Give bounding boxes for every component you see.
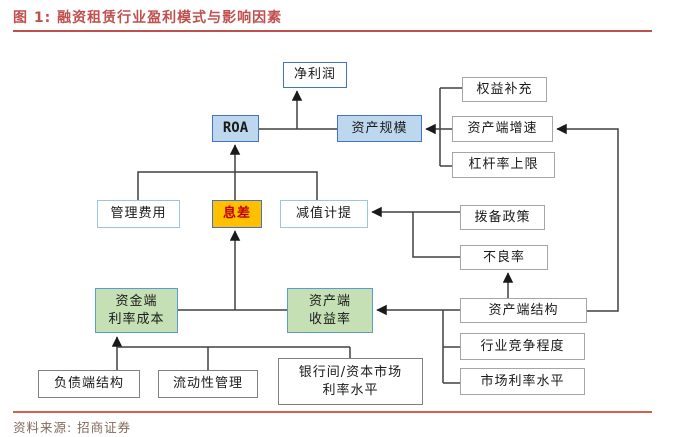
node-interbank-rate: 银行间/资本市场 利率水平 bbox=[278, 358, 423, 405]
node-net-profit: 净利润 bbox=[283, 62, 347, 88]
node-liability-structure: 负债端结构 bbox=[38, 370, 140, 398]
line-expense-impairment-junction bbox=[137, 171, 318, 200]
node-equity-supplement: 权益补充 bbox=[462, 77, 547, 102]
figure-title: 图 1: 融资租赁行业盈利模式与影响因素 bbox=[13, 10, 283, 26]
node-asset-scale: 资产规模 bbox=[337, 115, 422, 142]
node-roa: ROA bbox=[212, 115, 259, 142]
node-impairment: 减值计提 bbox=[280, 200, 368, 228]
node-funding-cost: 资金端 利率成本 bbox=[95, 288, 178, 333]
node-market-rate: 市场利率水平 bbox=[460, 368, 585, 395]
node-npl-ratio: 不良率 bbox=[460, 245, 548, 270]
title-underline bbox=[13, 30, 652, 32]
bottom-rule bbox=[13, 411, 652, 413]
node-competition: 行业竞争程度 bbox=[460, 333, 585, 360]
source-note: 资料来源: 招商证券 bbox=[13, 420, 132, 435]
node-admin-expense: 管理费用 bbox=[97, 200, 180, 228]
node-leverage-cap: 杠杆率上限 bbox=[452, 152, 555, 178]
line-to-npl bbox=[412, 212, 460, 258]
node-provision-policy: 拨备政策 bbox=[460, 205, 545, 230]
node-asset-yield: 资产端 收益率 bbox=[287, 288, 373, 333]
node-liquidity-mgmt: 流动性管理 bbox=[158, 370, 258, 398]
node-asset-growth: 资产端增速 bbox=[452, 116, 553, 142]
node-asset-structure: 资产端结构 bbox=[460, 298, 587, 323]
arrow-structure-to-growth bbox=[556, 123, 619, 312]
node-interest-spread: 息差 bbox=[212, 200, 262, 228]
